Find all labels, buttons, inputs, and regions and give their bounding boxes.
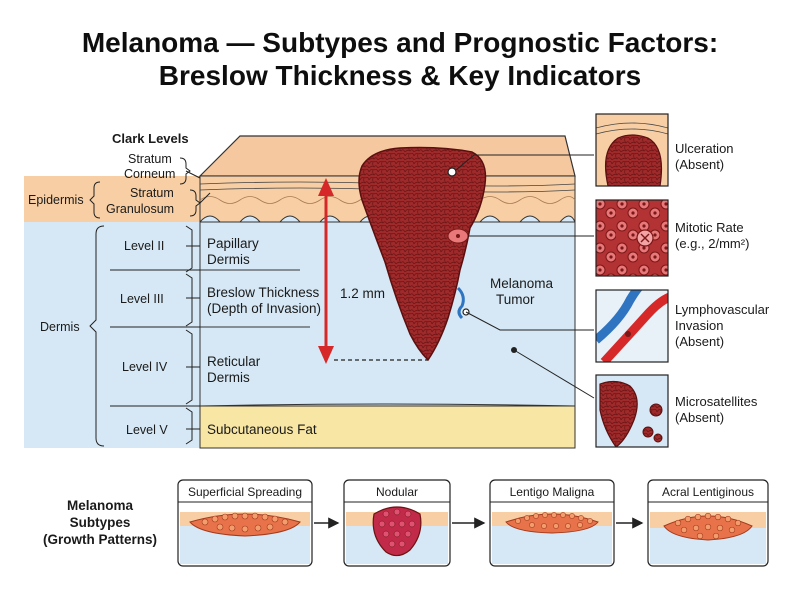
title-line-1: Melanoma — Subtypes and Prognostic Facto… <box>81 27 719 58</box>
factor-lymphovascular-name2: Invasion <box>675 318 723 333</box>
tumor-label-2: Tumor <box>496 292 535 307</box>
clark-level-3: Level III <box>120 292 164 306</box>
subtype-superficial-label: Superficial Spreading <box>188 485 302 499</box>
callout-lines <box>455 154 595 399</box>
subtype-lentigo <box>489 479 615 567</box>
papillary-label-2: Dermis <box>207 252 250 267</box>
breslow-arrow <box>318 178 428 364</box>
clark-heading: Clark Levels <box>112 131 189 146</box>
factor-ulceration-image <box>595 113 669 187</box>
tumor-label-1: Melanoma <box>490 276 554 291</box>
breslow-label-1: Breslow Thickness <box>207 285 320 300</box>
ulceration-marker <box>447 167 457 177</box>
epidermis-band <box>24 176 200 222</box>
stratum-granulosum-2: Granulosum <box>106 202 174 216</box>
melanoma-tumor <box>358 146 487 362</box>
factor-lymphovascular-detail: (Absent) <box>675 334 724 349</box>
subtype-lentigo-label: Lentigo Maligna <box>510 485 595 499</box>
subtype-acral <box>647 479 769 567</box>
subtypes-heading-2: Subtypes <box>70 515 131 530</box>
reticular-label-1: Reticular <box>207 354 261 369</box>
papillary-label-1: Papillary <box>207 236 259 251</box>
factor-microsatellites-name: Microsatellites <box>675 394 758 409</box>
factor-microsatellites-detail: (Absent) <box>675 410 724 425</box>
reticular-label-2: Dermis <box>207 370 250 385</box>
factor-lymphovascular-name: Lymphovascular <box>675 302 770 317</box>
lymphovascular-marker <box>456 286 465 320</box>
factor-ulceration-detail: (Absent) <box>675 157 724 172</box>
factor-mitotic-detail: (e.g., 2/mm²) <box>675 236 749 251</box>
subtype-superficial <box>177 479 313 567</box>
breslow-label-2: (Depth of Invasion) <box>207 301 321 316</box>
subtype-nodular <box>343 479 451 567</box>
dermis-label: Dermis <box>40 320 80 334</box>
subtypes-heading-1: Melanoma <box>67 498 134 513</box>
title-line-2: Breslow Thickness & Key Indicators <box>158 60 642 91</box>
dermis-band <box>24 222 200 448</box>
clark-level-4: Level IV <box>122 360 168 374</box>
factor-microsatellites-image <box>595 374 669 448</box>
factor-mitotic-image <box>595 199 669 277</box>
stratum-corneum-2: Corneum <box>124 167 175 181</box>
factor-lymphovascular-image <box>595 289 669 363</box>
subtype-acral-label: Acral Lentiginous <box>662 485 754 499</box>
clark-level-5: Level V <box>126 423 168 437</box>
factor-mitotic-name: Mitotic Rate <box>675 220 744 235</box>
epidermis-label: Epidermis <box>28 193 84 207</box>
level-divider-lines <box>110 269 200 407</box>
page-title: Melanoma — Subtypes and Prognostic Facto… <box>0 26 800 92</box>
subcutaneous-label: Subcutaneous Fat <box>207 422 317 437</box>
stratum-corneum-1: Stratum <box>128 152 172 166</box>
stratum-granulosum-1: Stratum <box>130 186 174 200</box>
clark-braces <box>89 157 211 447</box>
breslow-value: 1.2 mm <box>340 286 385 301</box>
subtypes-heading-3: (Growth Patterns) <box>43 532 157 547</box>
factor-ulceration-name: Ulceration <box>675 141 734 156</box>
subtype-nodular-label: Nodular <box>376 485 418 499</box>
clark-level-2: Level II <box>124 239 164 253</box>
